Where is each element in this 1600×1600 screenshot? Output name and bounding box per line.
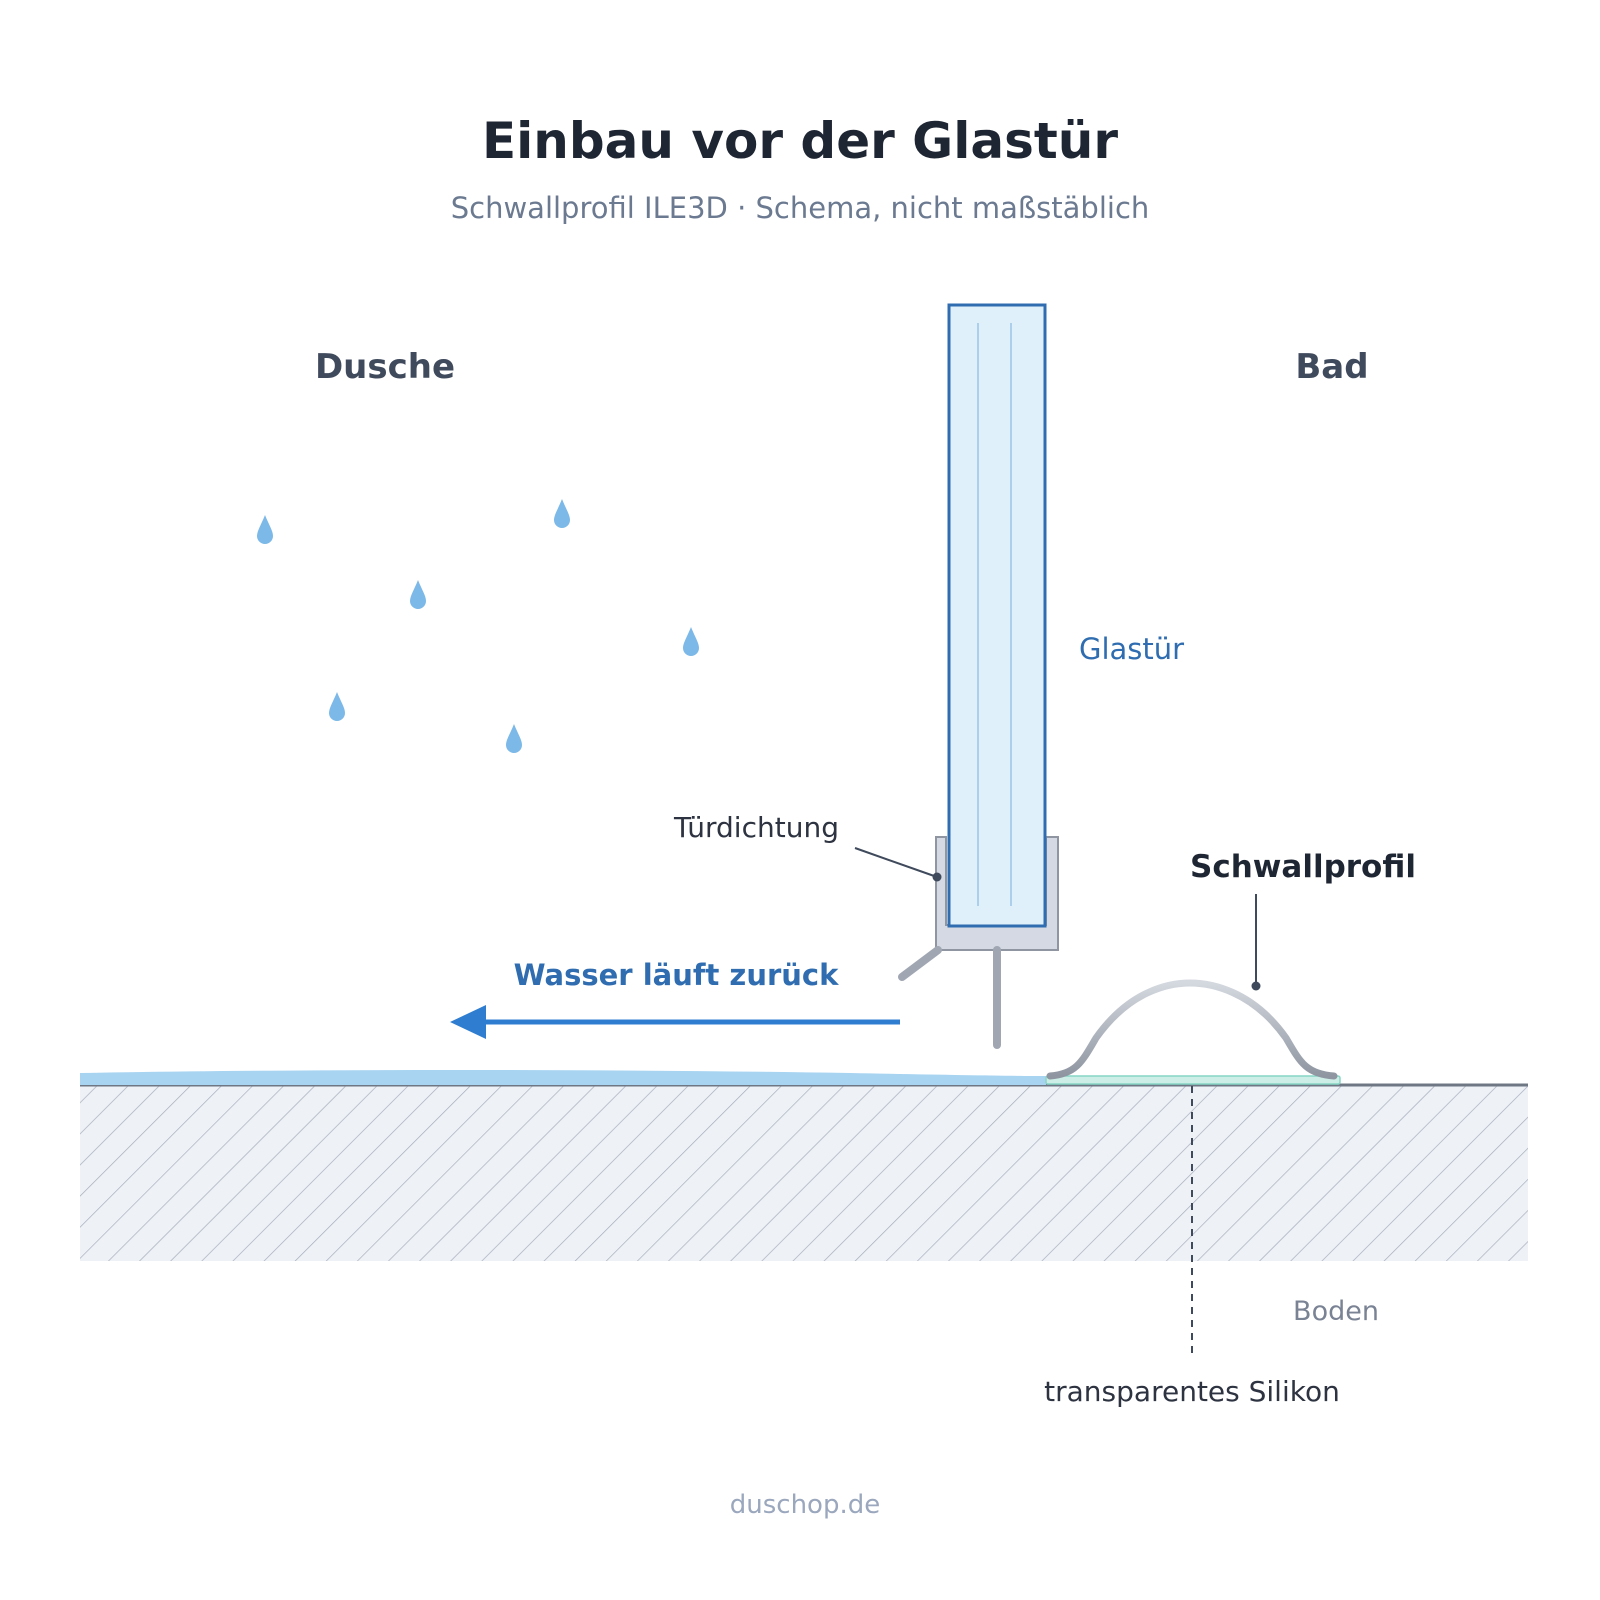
water-return-label: Wasser läuft zurück — [514, 958, 840, 992]
page-subtitle: Schwallprofil ILE3D · Schema, nicht maßs… — [451, 191, 1150, 225]
water-drop-icon — [410, 580, 426, 609]
glass-door-label: Glastür — [1079, 632, 1184, 666]
arrow-left-icon — [450, 1005, 900, 1039]
footer-brand: duschop.de — [730, 1490, 880, 1520]
silicone-label: transparentes Silikon — [1044, 1375, 1340, 1408]
zone-label-shower: Dusche — [315, 347, 455, 387]
splash-profile — [1046, 979, 1338, 1080]
floor-label: Boden — [1293, 1296, 1379, 1327]
splash-profile-leader-dot — [1251, 981, 1261, 991]
splash-profile-label: Schwallprofil — [1190, 849, 1416, 885]
water-drop-icon — [683, 627, 699, 656]
water-film — [80, 1070, 1046, 1085]
door-seal-leader-dot — [932, 872, 942, 882]
page-title: Einbau vor der Glastür — [482, 112, 1118, 170]
zone-label-bathroom: Bad — [1295, 347, 1368, 387]
water-drop-icon — [329, 692, 345, 721]
water-drop-icon — [506, 724, 522, 753]
water-drops — [257, 499, 699, 753]
door-seal-leader — [854, 847, 938, 878]
door-seal-label: Türdichtung — [673, 811, 839, 844]
floor-hatch — [80, 1085, 1528, 1261]
glass-door — [947, 303, 1047, 928]
water-drop-icon — [257, 515, 273, 544]
water-drop-icon — [554, 499, 570, 528]
silicone-strip — [1045, 1075, 1341, 1085]
door-seal-fin-angled — [898, 946, 942, 981]
